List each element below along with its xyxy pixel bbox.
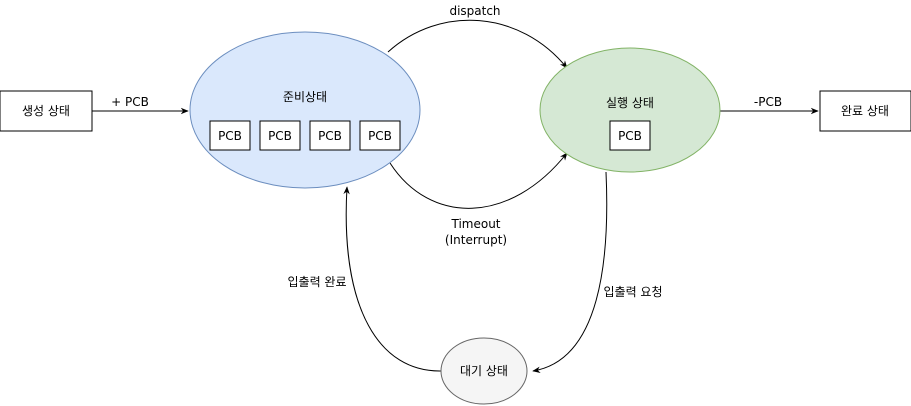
waiting-state-label: 대기 상태 — [460, 364, 508, 378]
done-state-label: 완료 상태 — [841, 104, 889, 118]
created-state-label: 생성 상태 — [22, 104, 70, 118]
io-request-label: 입출력 요청 — [603, 285, 662, 299]
waiting-state-node: 대기 상태 — [440, 337, 528, 405]
ready-pcb-3: PCB — [318, 129, 342, 143]
ready-state-label: 준비상태 — [283, 90, 327, 104]
remove-pcb-label: -PCB — [754, 95, 782, 109]
timeout-arrow — [389, 152, 568, 209]
ready-pcb-2: PCB — [268, 129, 292, 143]
timeout-label-line2: (Interrupt) — [445, 233, 507, 247]
ready-pcb-1: PCB — [218, 129, 242, 143]
running-state-node: 실행 상태 PCB — [539, 47, 721, 173]
running-pcb: PCB — [618, 129, 642, 143]
add-pcb-label: + PCB — [111, 95, 149, 109]
ready-state-ellipse — [189, 31, 421, 189]
ready-state-node: 준비상태 PCB PCB PCB PCB — [189, 31, 421, 189]
dispatch-arrow — [387, 19, 568, 69]
ready-pcb-4: PCB — [368, 129, 392, 143]
dispatch-label: dispatch — [449, 4, 500, 18]
io-complete-label: 입출력 완료 — [287, 275, 346, 289]
io-complete-arrow — [343, 186, 442, 372]
done-state-node: 완료 상태 — [819, 90, 911, 132]
timeout-label-line1: Timeout — [450, 217, 500, 231]
io-request-arrow — [532, 171, 608, 373]
waiting-state-ellipse — [440, 337, 528, 405]
running-state-label: 실행 상태 — [606, 95, 654, 110]
running-state-ellipse — [539, 47, 721, 173]
created-state-node: 생성 상태 — [0, 90, 93, 132]
